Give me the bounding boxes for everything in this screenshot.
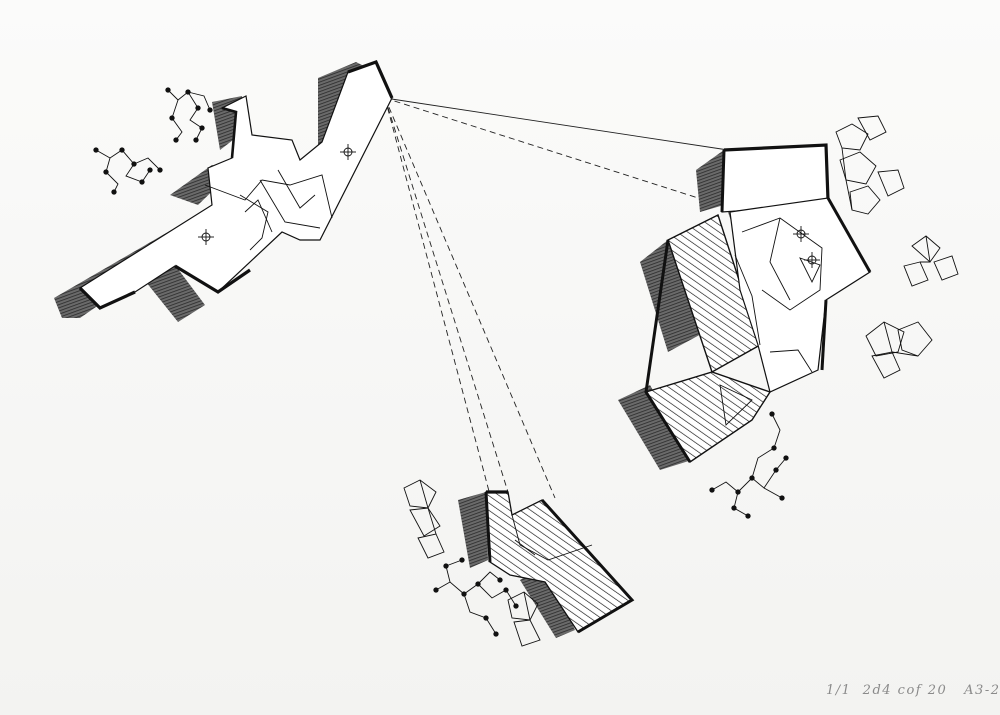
tree-cluster-7: [403, 479, 445, 559]
sight-line-solid: [384, 97, 729, 151]
tree-cluster-6: [709, 411, 789, 519]
tree-cluster-4: [903, 235, 959, 287]
tree-cluster-9: [507, 591, 541, 647]
tree-cluster-5: [865, 321, 933, 379]
sight-line-dashed-3: [384, 97, 509, 493]
tree-cluster-1: [165, 87, 213, 143]
building-bottom: [458, 490, 635, 638]
sight-line-dashed-2: [384, 97, 491, 496]
pencil-inscription: 1/1 2d4 cof 20 A3-24: [826, 683, 1000, 698]
sight-line-dashed-1: [384, 97, 721, 206]
tree-cluster-2: [93, 147, 163, 195]
vegetation: [93, 87, 959, 647]
sight-line-dashed-4: [384, 97, 556, 499]
building-top-left: [54, 59, 394, 322]
sight-lines: [384, 97, 729, 499]
tree-cluster-3: [835, 115, 905, 215]
tree-cluster-8: [433, 557, 519, 637]
building-right: [618, 143, 872, 470]
